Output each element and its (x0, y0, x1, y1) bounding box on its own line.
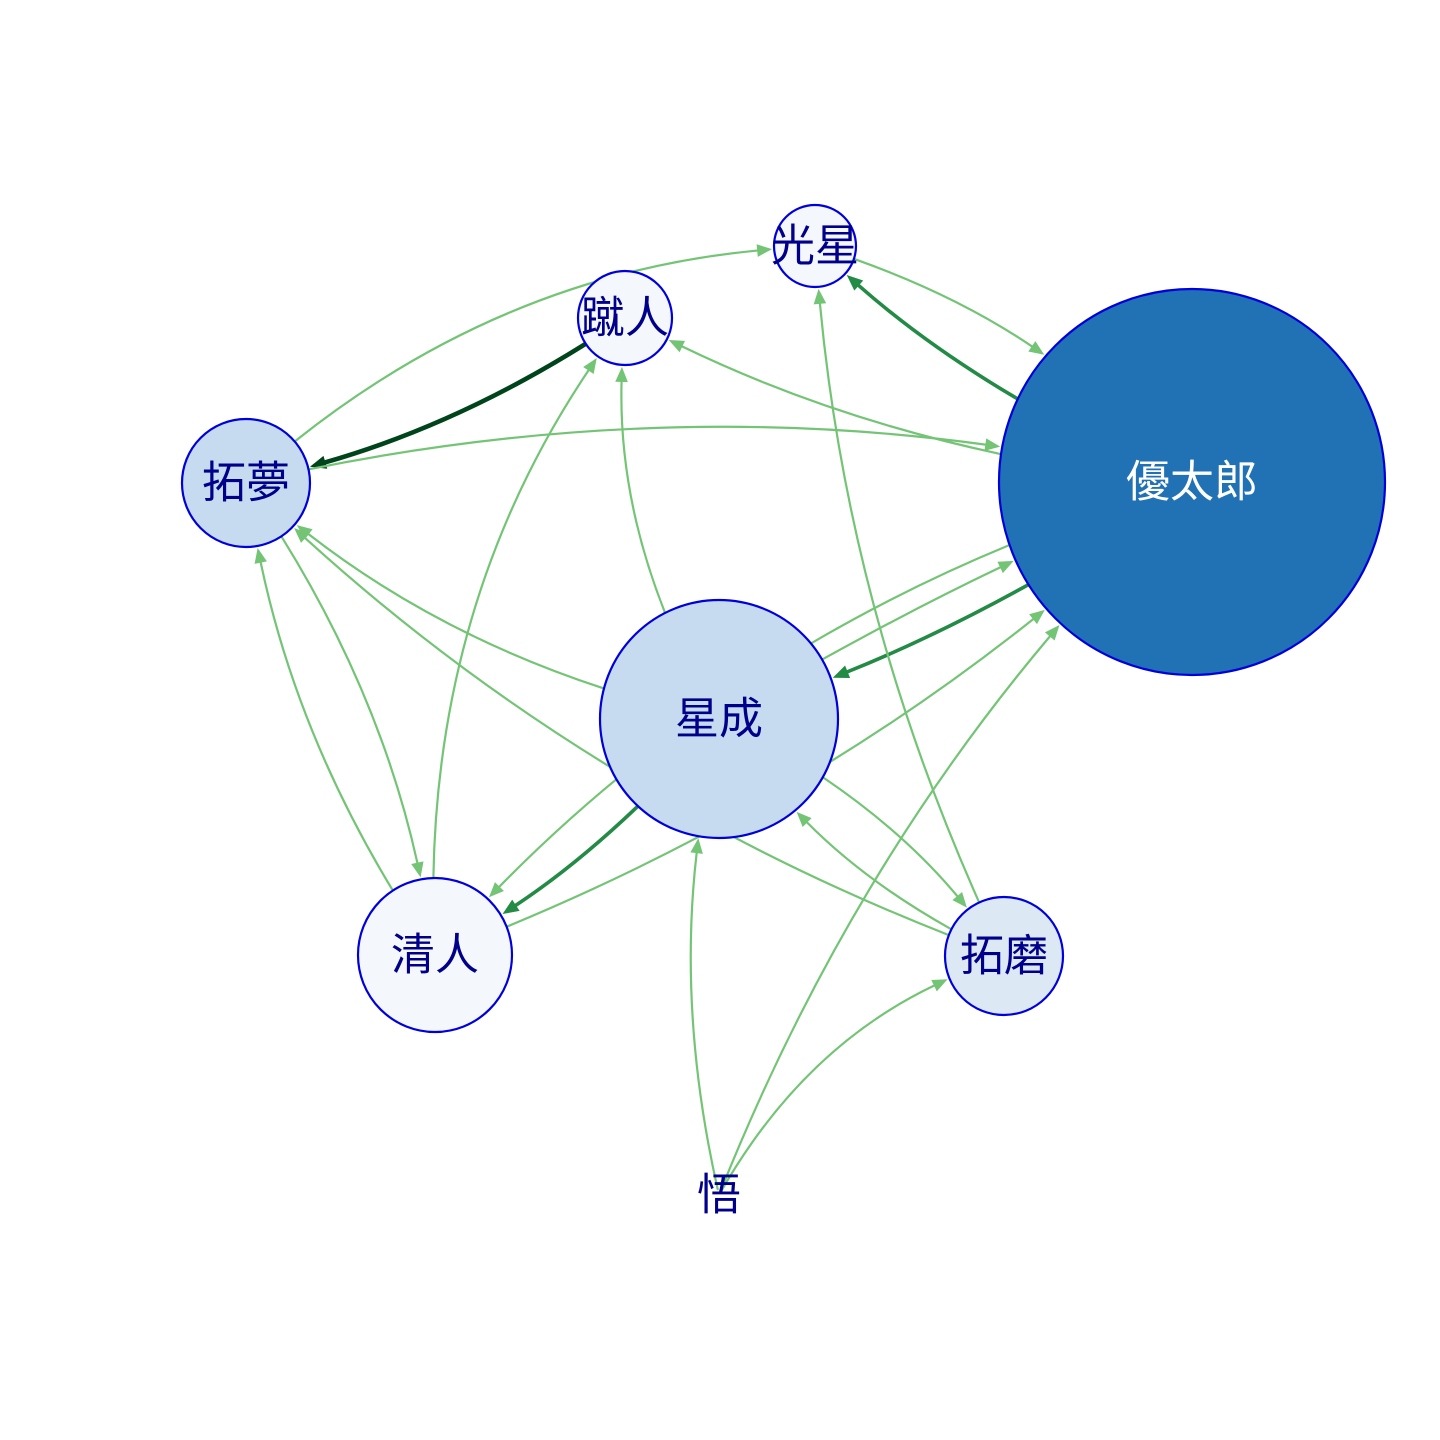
edge-line (280, 536, 419, 864)
edge-arrowhead-icon (997, 560, 1014, 574)
edge-arrowhead-icon (952, 892, 967, 908)
node-shuto: 蹴人 (576, 269, 674, 367)
node-circle (997, 287, 1387, 677)
edge-line (822, 776, 959, 898)
edge-line (720, 635, 1051, 1191)
edge-line (259, 561, 394, 891)
node-yutaro: 優太郎 (997, 287, 1387, 677)
edge-arrowhead-icon (668, 340, 686, 353)
edge-arrowhead-icon (411, 861, 424, 878)
edge-takuma-to-kosei (813, 288, 980, 903)
edge-line (307, 533, 605, 690)
edge-line (821, 566, 1002, 661)
edge-kosei-to-yutaro (853, 258, 1045, 355)
edge-line (806, 821, 952, 930)
edge-seisei-to-takuma (822, 776, 967, 908)
edge-arrowhead-icon (583, 358, 597, 375)
edge-kiyoto-to-takumu (254, 547, 394, 891)
edge-seisei-to-takumu (296, 525, 605, 690)
node-label: 蹴人 (581, 293, 669, 344)
edge-yutaro-to-seisei (832, 583, 1030, 678)
node-circle (180, 417, 312, 549)
node-label: 優太郎 (1126, 457, 1258, 508)
node-label: 光星 (771, 221, 859, 272)
node-takuma: 拓磨 (943, 895, 1065, 1017)
edge-line (845, 583, 1030, 674)
edge-seisei-to-yutaro (821, 560, 1014, 661)
node-seisei: 星成 (598, 598, 840, 840)
edge-line (308, 425, 987, 471)
edge-arrowhead-icon (615, 366, 628, 383)
node-label: 清人 (391, 930, 479, 981)
edge-arrowhead-icon (984, 438, 1001, 451)
edge-arrowhead-icon (832, 665, 851, 678)
edge-takumu-to-yutaro (308, 425, 1001, 471)
edge-line (514, 805, 640, 908)
edge-seisei-to-shuto (615, 366, 666, 614)
edge-line (856, 283, 1019, 401)
node-label: 星成 (675, 694, 763, 745)
edge-arrowhead-icon (488, 882, 504, 898)
node-label: 悟 (697, 1170, 741, 1221)
edge-shuto-to-takumu (309, 342, 588, 469)
edge-line (720, 984, 936, 1191)
node-circle (943, 895, 1065, 1017)
edge-arrowhead-icon (796, 811, 812, 827)
edge-arrowhead-icon (502, 899, 520, 915)
node-circle (356, 876, 514, 1034)
edge-takumu-to-kiyoto (280, 536, 424, 878)
node-label: 拓夢 (202, 458, 290, 509)
edge-satoru-to-seisei (689, 838, 719, 1191)
edge-yutaro-to-shuto (668, 340, 1002, 456)
edge-arrowhead-icon (756, 244, 773, 257)
edge-satoru-to-yutaro (720, 625, 1060, 1191)
edge-yutaro-to-kosei (846, 275, 1019, 401)
edge-line (323, 342, 588, 465)
edge-takumu-to-kosei (294, 244, 773, 442)
node-kiyoto: 清人 (356, 876, 514, 1034)
node-takumu: 拓夢 (180, 417, 312, 549)
edge-arrowhead-icon (813, 288, 827, 305)
edge-line (689, 852, 719, 1191)
edge-arrowhead-icon (1044, 625, 1060, 641)
node-circle (598, 598, 840, 840)
edge-line (853, 258, 1033, 348)
node-kosei: 光星 (771, 203, 859, 289)
edge-line (818, 302, 980, 903)
node-circle (576, 269, 674, 367)
edge-arrowhead-icon (254, 547, 267, 564)
edge-line (681, 345, 1002, 456)
node-label: 拓磨 (960, 931, 1048, 982)
edge-arrowhead-icon (846, 275, 864, 291)
edge-arrowhead-icon (690, 838, 703, 854)
edge-kiyoto-to-shuto (432, 358, 597, 879)
edge-line (294, 249, 759, 442)
node-circle (772, 203, 858, 289)
edge-line (304, 537, 949, 936)
edge-line (620, 380, 666, 614)
node-satoru: 悟 (697, 1170, 741, 1221)
edge-arrowhead-icon (1029, 609, 1045, 625)
edge-arrowhead-icon (931, 979, 948, 992)
edge-line (432, 369, 590, 879)
edges-layer (254, 244, 1060, 1191)
edge-takuma-to-takumu (294, 528, 949, 936)
edge-takuma-to-seisei (796, 811, 952, 930)
edge-satoru-to-takuma (720, 979, 948, 1191)
edge-seisei-to-kiyoto (502, 805, 640, 915)
edge-arrowhead-icon (294, 528, 310, 543)
edge-arrowhead-icon (1028, 341, 1045, 355)
